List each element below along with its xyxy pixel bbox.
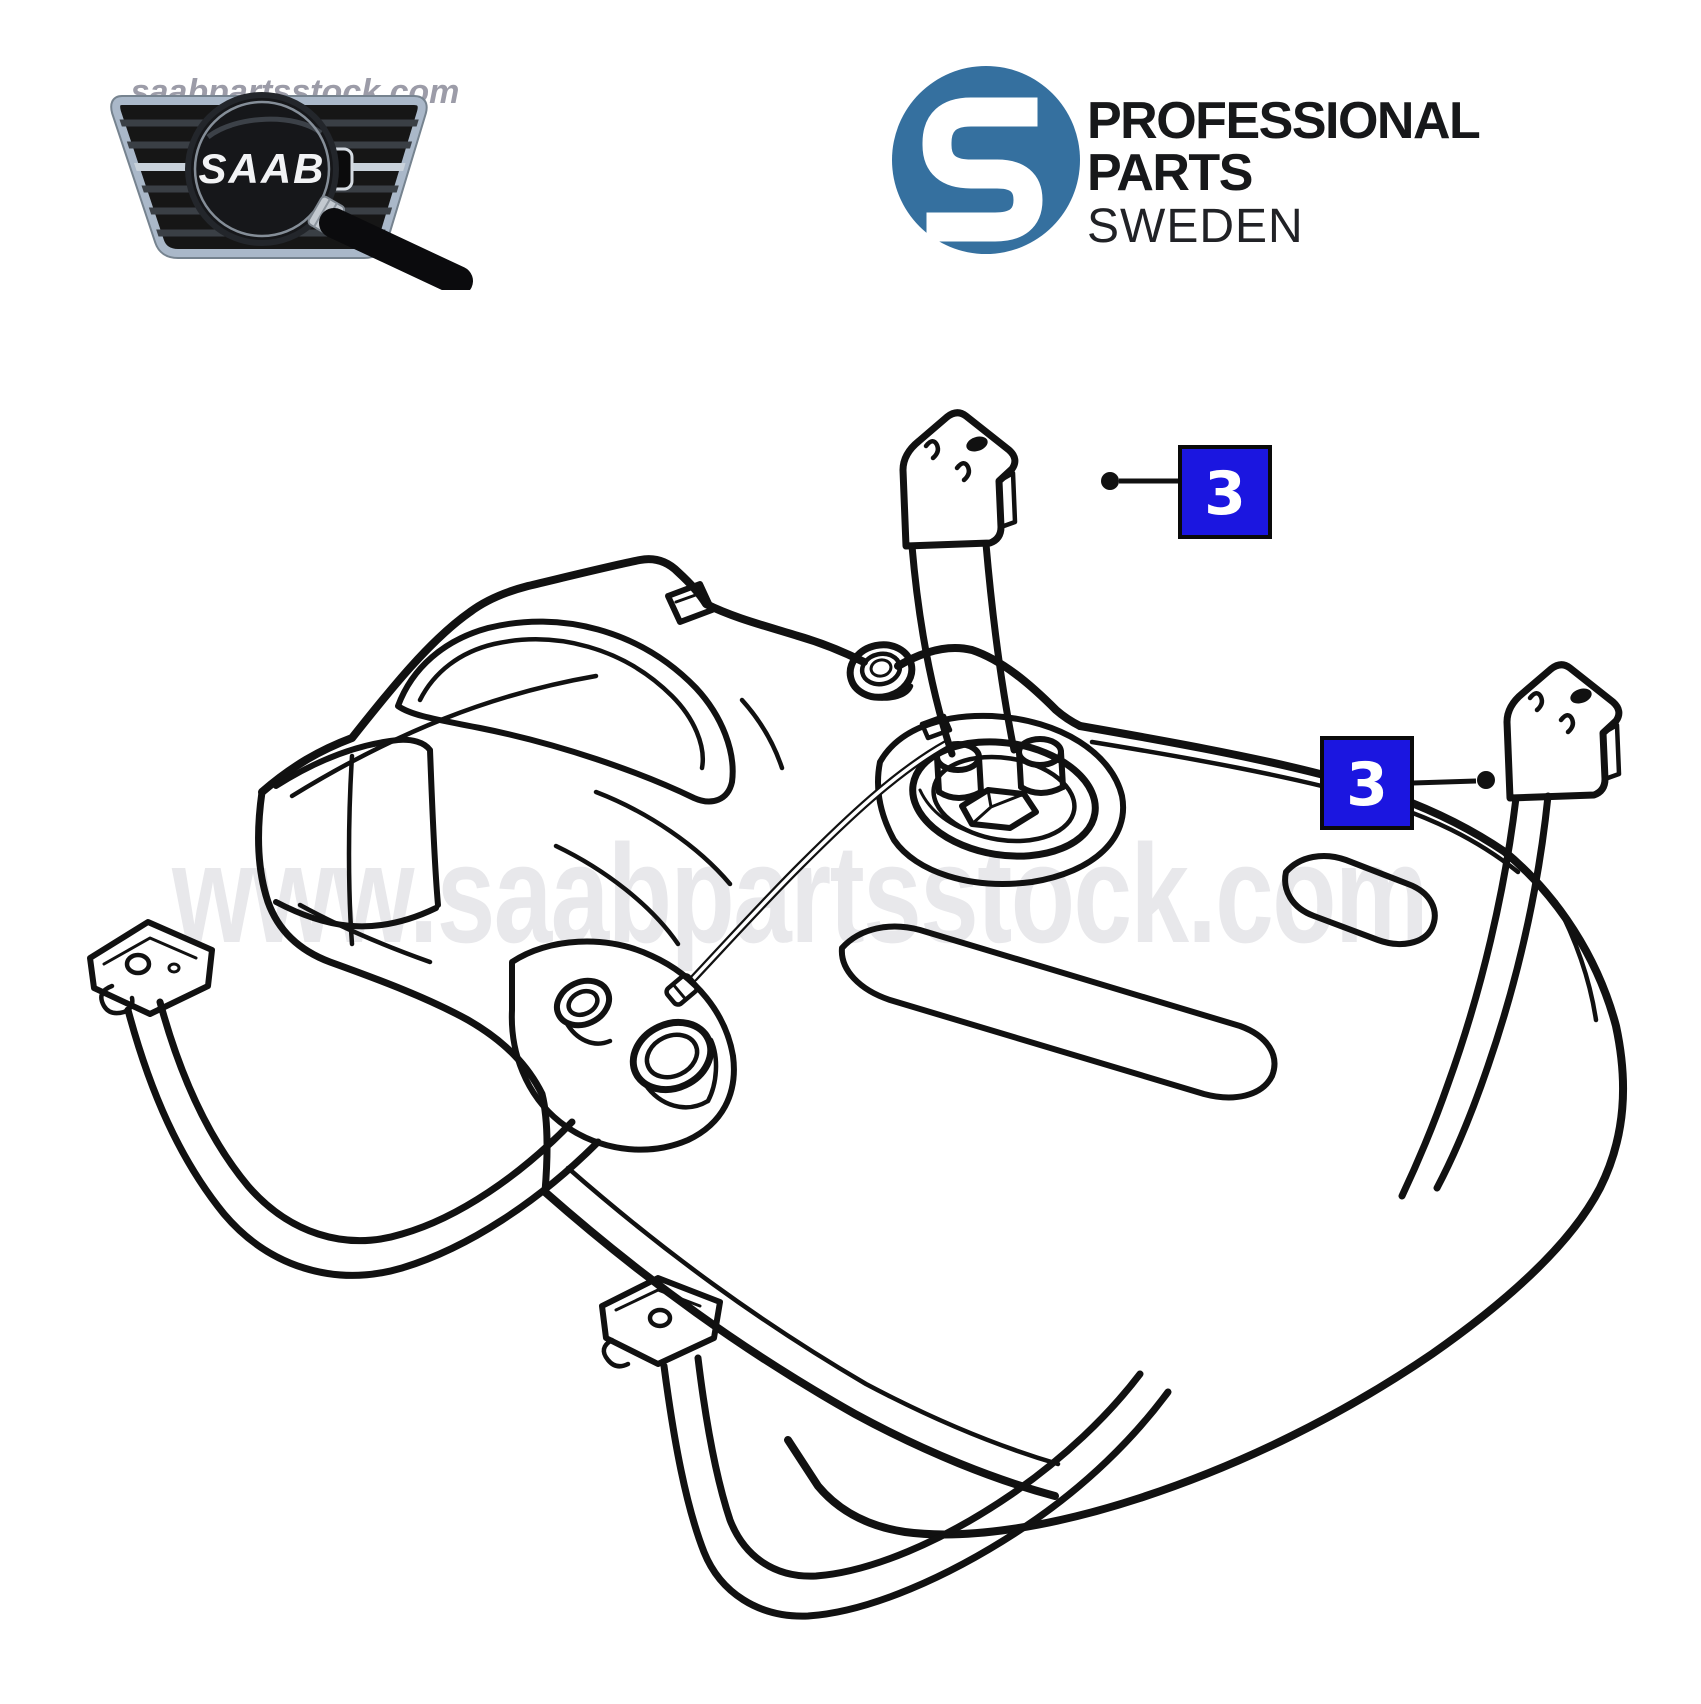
bracket-hole — [966, 436, 988, 452]
leader-dot — [1101, 472, 1119, 490]
strap-band — [124, 1006, 602, 1279]
magnifier-handle — [319, 208, 473, 290]
saab-grille-icon: SAAB — [110, 92, 473, 290]
tank-side-channel-long — [838, 923, 1278, 1101]
strap-front-band — [908, 542, 956, 758]
strap-right-bracket — [1503, 661, 1623, 802]
strap-plate — [599, 1275, 723, 1367]
tank-left-lobe — [273, 736, 441, 947]
plate-hole — [124, 952, 152, 976]
saabpartsstock-logo: saabpartsstock.com SAAB — [110, 73, 473, 290]
strap-band — [660, 1362, 1172, 1620]
lens-saab-text: SAAB — [198, 145, 325, 192]
pp-logo-line1: PROFESSIONAL — [1087, 92, 1480, 150]
callout-number: 3 — [1204, 459, 1246, 529]
strap-front — [899, 409, 1019, 758]
plate-hole — [647, 1307, 673, 1329]
strap-right-band — [1398, 794, 1520, 1200]
strap-right — [1398, 661, 1623, 1200]
strap-under-center — [599, 1275, 1172, 1620]
leader-line — [1412, 778, 1477, 786]
pp-monogram-icon — [892, 66, 1080, 254]
professional-parts-logo: PROFESSIONAL PARTS SWEDEN — [892, 66, 1481, 254]
filler-port-large — [629, 1018, 719, 1110]
callout-box — [1178, 445, 1272, 539]
filler-port-small — [553, 977, 613, 1046]
pump-hexagon — [959, 787, 1039, 831]
callout-box — [1320, 736, 1414, 830]
pp-s-glyph — [922, 97, 1043, 242]
magnifier-lens — [188, 95, 336, 243]
callout-2: 3 — [1320, 736, 1495, 830]
pump-port-right — [1016, 736, 1066, 796]
pp-logo-line3: SWEDEN — [1087, 200, 1304, 253]
pp-logo-line2: PARTS — [1087, 144, 1252, 202]
callout-1: 3 — [1101, 445, 1272, 539]
strap-front-bracket — [899, 409, 1019, 550]
fuel-tank-drawing — [87, 409, 1628, 1620]
filler-cap — [846, 641, 916, 701]
watermark-text: www.saabpartsstock.com — [171, 815, 1427, 972]
magnifier-icon: SAAB — [185, 92, 473, 290]
strap-under-left — [87, 919, 602, 1279]
tank-side-channel-short — [1282, 853, 1438, 947]
bracket-hole — [1570, 688, 1592, 704]
leader-dot — [1477, 771, 1495, 789]
magnifier-ring — [185, 92, 339, 246]
filler-ports — [508, 938, 737, 1153]
fuel-pump-ring — [875, 712, 1127, 887]
tank-surface-details — [297, 581, 785, 965]
strap-plate — [87, 919, 215, 1017]
callout-number: 3 — [1346, 750, 1388, 820]
tank-top-channel — [395, 618, 736, 805]
